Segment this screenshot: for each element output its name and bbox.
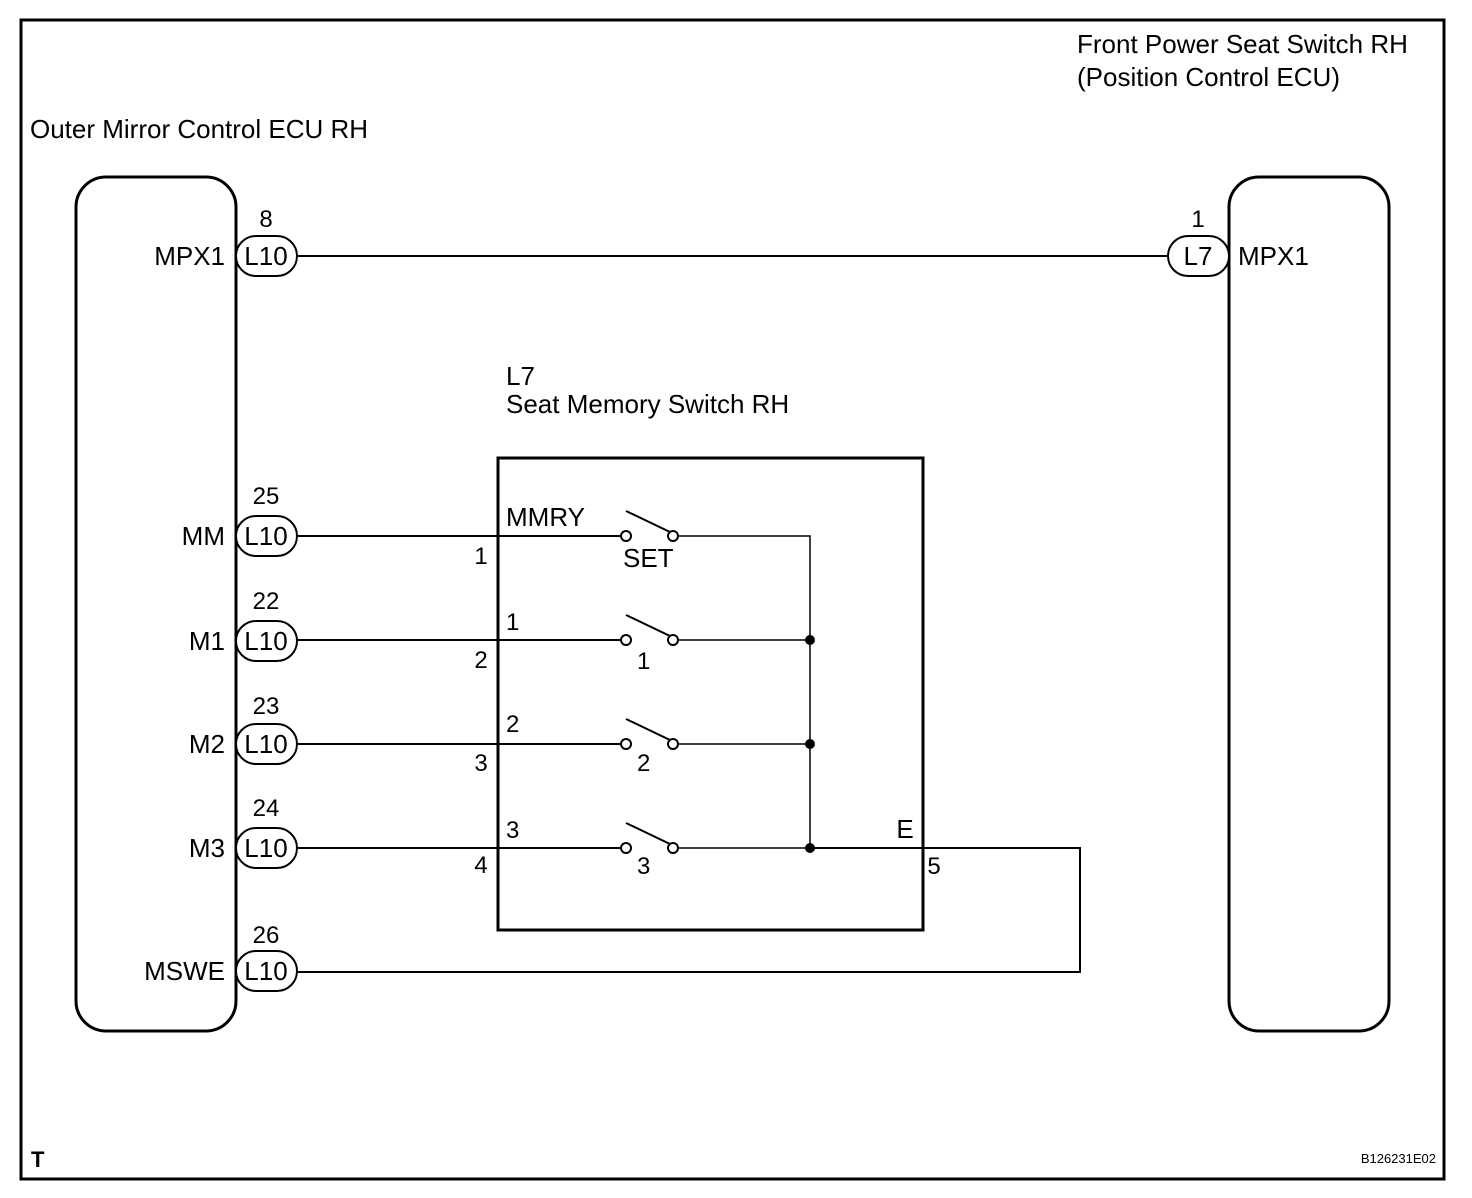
- switch-label: 1: [637, 648, 650, 675]
- circuit-m2: 3 2 2: [297, 711, 815, 777]
- switch-contact-left: [620, 738, 632, 750]
- switch-contact-left: [620, 530, 632, 542]
- circuit-ground: E 5: [297, 814, 1081, 973]
- right-ecu-body: [1227, 175, 1391, 1033]
- internal-label: 2: [506, 711, 519, 738]
- seat-switch-title: Seat Memory Switch RH: [506, 389, 789, 419]
- wire-to-bus: [678, 535, 811, 848]
- footer-mark: T: [31, 1147, 45, 1172]
- switch-contact-right: [667, 842, 679, 854]
- terminal-m1: M1 L10 22: [189, 588, 298, 662]
- terminal-name: MM: [182, 521, 225, 551]
- switch-label: 2: [637, 750, 650, 777]
- wire-ground: [297, 847, 1081, 973]
- pin-number: 8: [259, 206, 272, 233]
- pin-number: 1: [1191, 206, 1204, 233]
- terminal-name: M3: [189, 833, 225, 863]
- terminal-m3: M3 L10 24: [189, 795, 298, 869]
- seat-switch-box: [496, 456, 925, 932]
- connector-id: L7: [1184, 241, 1213, 271]
- junction-dot: [805, 635, 815, 645]
- terminal-name: M1: [189, 626, 225, 656]
- switch-label: 3: [637, 853, 650, 880]
- switch-blade: [625, 822, 671, 845]
- switch-contact-right: [667, 738, 679, 750]
- pin-number: 23: [253, 693, 280, 720]
- pin-number: 25: [253, 483, 280, 510]
- connector-id: L10: [244, 956, 287, 986]
- ground-label: E: [896, 814, 913, 844]
- terminal-name: M2: [189, 729, 225, 759]
- switch-blade: [625, 718, 671, 741]
- terminal-mpx1: MPX1 L10 8: [154, 206, 298, 277]
- switch-blade: [625, 614, 671, 637]
- connector-id: L10: [244, 241, 287, 271]
- terminal-name: MPX1: [1238, 241, 1309, 271]
- terminal-mswe: MSWE L10 26: [144, 922, 298, 992]
- circuit-mm: 1 MMRY SET: [297, 502, 811, 848]
- right-ecu-title-line1: Front Power Seat Switch RH: [1077, 29, 1408, 59]
- switch-contact-right: [667, 634, 679, 646]
- circuit-m1: 2 1 1: [297, 609, 815, 675]
- pin-number: 22: [253, 588, 280, 615]
- pin-number: 26: [253, 922, 280, 949]
- pin-number: 24: [253, 795, 280, 822]
- right-ecu-title-line2: (Position Control ECU): [1077, 62, 1340, 92]
- connector-id: L10: [244, 521, 287, 551]
- junction-dot: [805, 739, 815, 749]
- ground-pin: 5: [927, 853, 940, 880]
- switch-label: SET: [623, 543, 674, 573]
- terminal-m2: M2 L10 23: [189, 693, 298, 765]
- terminal-mm: MM L10 25: [182, 483, 298, 557]
- box-pin: 4: [474, 852, 487, 879]
- connector-oval: [235, 235, 298, 277]
- internal-label: 1: [506, 609, 519, 636]
- internal-label: 3: [506, 817, 519, 844]
- switch-contact-left: [620, 842, 632, 854]
- box-pin: 3: [474, 750, 487, 777]
- box-pin: 1: [474, 543, 487, 570]
- connector-oval: [1167, 235, 1230, 277]
- switch-blade: [625, 510, 671, 533]
- terminal-right-mpx1: L7 1 MPX1: [1167, 206, 1309, 277]
- terminal-name: MSWE: [144, 956, 225, 986]
- internal-label: MMRY: [506, 502, 585, 532]
- switch-contact-right: [667, 530, 679, 542]
- connector-id: L10: [244, 626, 287, 656]
- circuit-m3: 4 3 3: [297, 817, 815, 880]
- terminal-name: MPX1: [154, 241, 225, 271]
- connector-id: L10: [244, 833, 287, 863]
- connector-id: L10: [244, 729, 287, 759]
- switch-contact-left: [620, 634, 632, 646]
- diagram-frame: [19, 18, 1446, 1181]
- seat-switch-connector-id: L7: [506, 361, 535, 391]
- left-ecu-body: [74, 175, 238, 1033]
- left-ecu-title: Outer Mirror Control ECU RH: [30, 114, 368, 144]
- figure-id: B126231E02: [1361, 1151, 1436, 1166]
- box-pin: 2: [474, 647, 487, 674]
